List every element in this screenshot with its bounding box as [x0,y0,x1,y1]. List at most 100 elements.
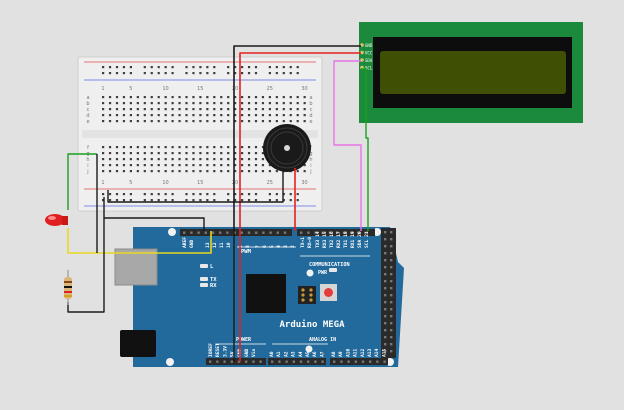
header-pin[interactable] [271,360,274,363]
header-pin[interactable] [390,301,393,304]
header-pin[interactable] [384,245,387,248]
header-pin[interactable] [390,238,393,241]
header-pin[interactable] [383,360,386,363]
header-pin[interactable] [219,231,222,234]
header-pin[interactable] [390,294,393,297]
header-pin[interactable] [390,280,393,283]
header-pin[interactable] [390,266,393,269]
header-pin[interactable] [390,322,393,325]
header-pin[interactable] [336,231,339,234]
header-pin[interactable] [307,360,310,363]
header-pin[interactable] [361,360,365,363]
header-pin[interactable] [347,360,350,363]
row-letter: i [310,163,311,169]
header-pin[interactable] [230,360,233,363]
header-pin[interactable] [314,360,317,363]
header-pin[interactable] [209,360,212,363]
header-pin[interactable] [255,231,258,234]
header-pin[interactable] [211,231,215,234]
header-pin[interactable] [299,360,303,363]
red-led[interactable] [45,214,68,226]
header-pin[interactable] [216,360,219,363]
header-pin[interactable] [364,231,368,234]
header-pin[interactable] [384,308,387,311]
header-pin[interactable] [278,360,281,363]
header-pin[interactable] [245,360,248,363]
header-pin[interactable] [237,360,241,363]
header-pin[interactable] [390,308,393,311]
header-pin[interactable] [384,280,387,283]
header-pin[interactable] [328,231,332,234]
header-pin[interactable] [321,360,324,363]
header-pin[interactable] [384,315,387,318]
header-pin[interactable] [343,231,346,234]
header-pin[interactable] [240,231,243,234]
header-pin[interactable] [384,231,387,234]
header-pin[interactable] [340,360,343,363]
pin-label: GND [244,348,250,357]
piezo-buzzer[interactable] [263,124,311,172]
header-pin[interactable] [369,360,372,363]
header-pin[interactable] [247,231,251,234]
header-pin[interactable] [307,231,310,234]
header-pin[interactable] [384,350,387,353]
lcd-pin[interactable] [360,58,364,62]
header-pin[interactable] [390,350,393,353]
header-pin[interactable] [384,259,387,262]
header-pin[interactable] [190,231,193,234]
header-pin[interactable] [390,259,393,262]
header-pin[interactable] [390,252,393,255]
header-pin[interactable] [223,360,226,363]
header-pin[interactable] [283,231,287,234]
header-pin[interactable] [384,329,387,332]
resistor[interactable] [64,270,72,305]
header-pin[interactable] [333,360,336,363]
header-pin[interactable] [252,360,255,363]
header-pin[interactable] [204,231,207,234]
header-pin[interactable] [197,231,200,234]
lcd-pin[interactable] [360,43,364,47]
header-pin[interactable] [262,231,265,234]
header-pin[interactable] [390,336,393,339]
header-pin[interactable] [384,238,387,241]
header-pin[interactable] [357,231,360,234]
header-pin[interactable] [300,231,303,234]
header-pin[interactable] [390,273,393,276]
header-pin[interactable] [384,287,387,290]
header-pin[interactable] [183,231,186,234]
header-pin[interactable] [384,273,387,276]
header-pin[interactable] [269,231,272,234]
reset-button-cap[interactable] [324,288,333,297]
header-pin[interactable] [390,231,393,234]
header-pin[interactable] [390,343,393,346]
header-pin[interactable] [259,360,262,363]
row-letter: i [87,163,88,169]
lcd-pin[interactable] [360,50,364,55]
header-pin[interactable] [384,301,387,304]
wire-resistor [67,218,105,313]
header-pin[interactable] [285,360,288,363]
header-pin[interactable] [384,294,387,297]
header-pin[interactable] [226,231,229,234]
header-pin[interactable] [384,266,387,269]
header-pin[interactable] [276,231,279,234]
header-pin[interactable] [390,329,393,332]
header-pin[interactable] [350,231,353,234]
header-pin[interactable] [390,245,393,248]
header-pin[interactable] [321,231,324,234]
header-pin[interactable] [390,315,393,318]
header-pin[interactable] [376,360,379,363]
header-pin[interactable] [384,322,387,325]
header-pin[interactable] [354,360,357,363]
header-pin[interactable] [390,287,393,290]
header-pin[interactable] [384,343,387,346]
header-pin[interactable] [292,360,295,363]
header-pin[interactable] [384,336,387,339]
header-pin[interactable] [384,252,387,255]
pin-label: 3.3V [222,346,228,357]
header-pin[interactable] [314,231,317,234]
header-strip [206,358,266,365]
